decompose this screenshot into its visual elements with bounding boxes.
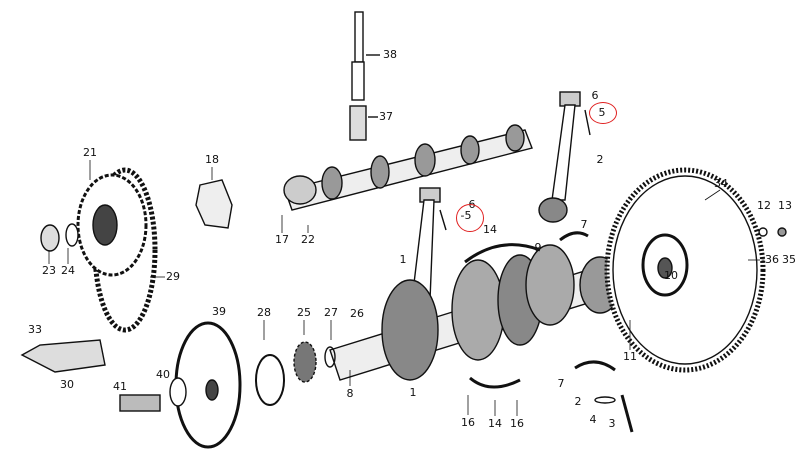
part-label-40: 40 — [156, 368, 170, 381]
tappet — [349, 105, 378, 141]
rod-bearing-shell — [559, 231, 589, 242]
part-label-12: 12 — [757, 199, 771, 212]
part-label-2: 2 — [596, 153, 604, 166]
part-label-29: 29 — [166, 270, 180, 283]
part-label-36: -36 — [761, 253, 779, 266]
camshaft-sprocket — [76, 173, 148, 277]
oil-thrower — [255, 354, 285, 406]
bearing-cap-bolt — [620, 394, 634, 433]
part-label-6: 6 — [591, 89, 599, 102]
part-label-1: 1 — [399, 253, 407, 266]
part-label-41: 41 — [113, 380, 127, 393]
part-label-26: 26 — [350, 307, 364, 320]
pulley-washer — [169, 377, 187, 407]
lock-plate — [758, 227, 768, 237]
part-label-2: 2 — [574, 395, 582, 408]
part-label-10: 10 — [664, 269, 678, 282]
part-label-35: 35 — [782, 253, 796, 266]
rod-bearing-shell-lower — [574, 360, 616, 372]
part-label-14: 14 — [488, 417, 502, 430]
part-label-4: 4 — [589, 413, 597, 426]
part-label-16: 16 — [461, 416, 475, 429]
part-label-17: 17 — [275, 233, 289, 246]
part-label-13: 13 — [778, 199, 792, 212]
part-label-27: 27 — [324, 306, 338, 319]
flywheel-bolt-nut — [777, 227, 787, 237]
camshaft — [283, 124, 533, 211]
main-bearing-shell — [464, 243, 541, 264]
part-label-30: 30 — [60, 378, 74, 391]
part-label-7: 7 — [580, 218, 588, 231]
part-label-33: 33 — [28, 323, 42, 336]
part-label-8: 8 — [346, 387, 354, 400]
chain-tensioner — [20, 339, 106, 373]
part-label-37: 37 — [379, 110, 393, 123]
pushrod — [351, 11, 380, 101]
leader-lines — [48, 160, 760, 416]
sprocket-nut — [40, 224, 60, 252]
flywheel — [604, 167, 766, 373]
highlight-circle — [456, 204, 484, 232]
thrust-plate — [195, 179, 233, 229]
part-label-28: 28 — [257, 306, 271, 319]
lock-washer — [65, 223, 79, 247]
part-label-23: 23 — [42, 264, 56, 277]
crankshaft — [329, 244, 631, 381]
spacer-ring — [324, 346, 336, 368]
starting-dog — [119, 394, 161, 412]
highlight-circle — [589, 102, 617, 124]
connecting-rod-upper — [538, 91, 591, 223]
thrust-washers — [469, 376, 521, 389]
part-label-3: 3 — [608, 417, 616, 430]
part-label-14: 14 — [483, 223, 497, 236]
part-label-18: 18 — [205, 153, 219, 166]
part-label-38: 38 — [383, 48, 397, 61]
part-label-25: 25 — [297, 306, 311, 319]
crankshaft-gear — [293, 341, 317, 383]
part-label-24: 24 — [61, 264, 75, 277]
lock-tab — [594, 396, 616, 404]
connecting-rod-lower — [411, 187, 447, 301]
part-label-16: 16 — [510, 417, 524, 430]
part-label-9: 9 — [534, 241, 542, 254]
part-label-22: 22 — [301, 233, 315, 246]
part-label-1: 1 — [409, 386, 417, 399]
part-label-21: 21 — [83, 146, 97, 159]
part-label-11: 11 — [623, 350, 637, 363]
part-label-39: 39 — [212, 305, 226, 318]
part-label-7: 7 — [557, 377, 565, 390]
part-label-34: 34 — [714, 177, 728, 190]
